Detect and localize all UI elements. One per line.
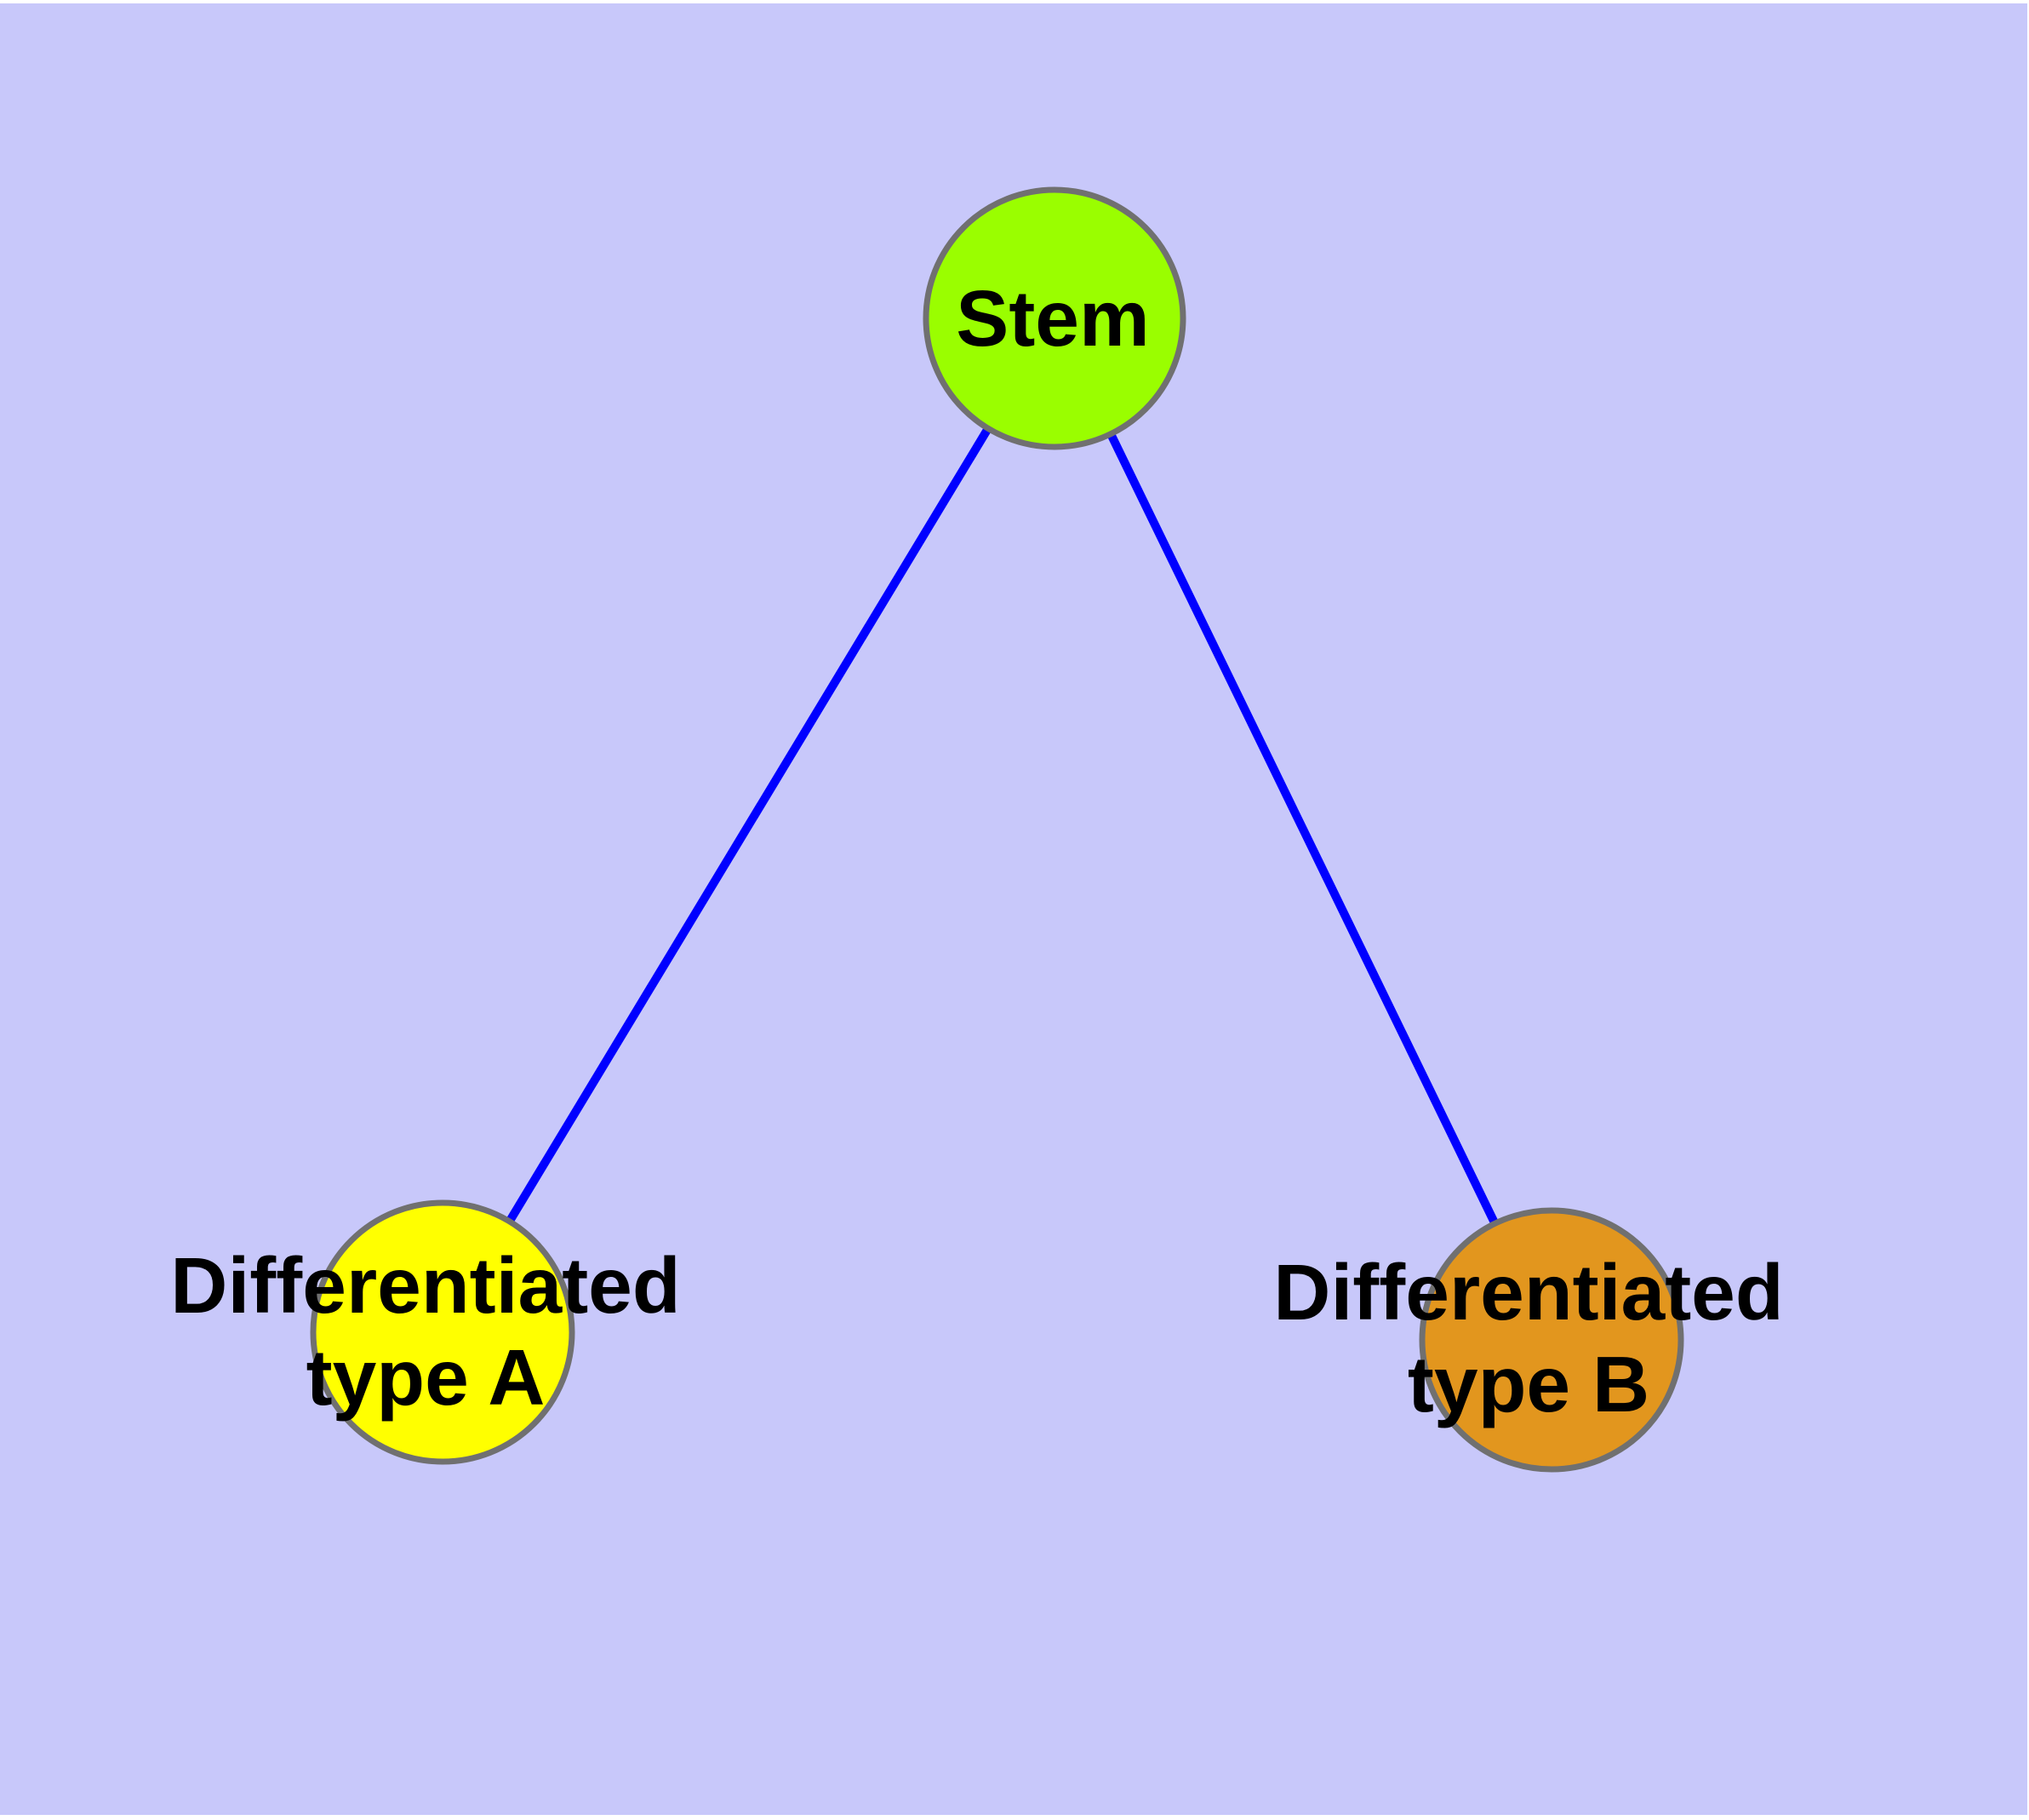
edge-stem-to-type-a xyxy=(438,316,1059,1335)
node-type-a-label-line1: Differentiated xyxy=(170,1241,681,1330)
node-type-b-circle xyxy=(1419,1207,1684,1473)
node-type-b-label-line2: type B xyxy=(1407,1340,1650,1428)
node-type-b-label-line1: Differentiated xyxy=(1273,1248,1784,1336)
node-type-b-label: Differentiated type B xyxy=(1273,1246,1783,1430)
node-type-a-label: Differentiated type A xyxy=(170,1239,680,1423)
node-stem-label: Stem xyxy=(956,274,1150,363)
node-type-a-label-line2: type A xyxy=(306,1333,546,1422)
node-type-a-circle xyxy=(310,1199,575,1465)
node-stem-circle xyxy=(923,186,1186,450)
edge-stem-to-type-b xyxy=(1050,316,1556,1342)
